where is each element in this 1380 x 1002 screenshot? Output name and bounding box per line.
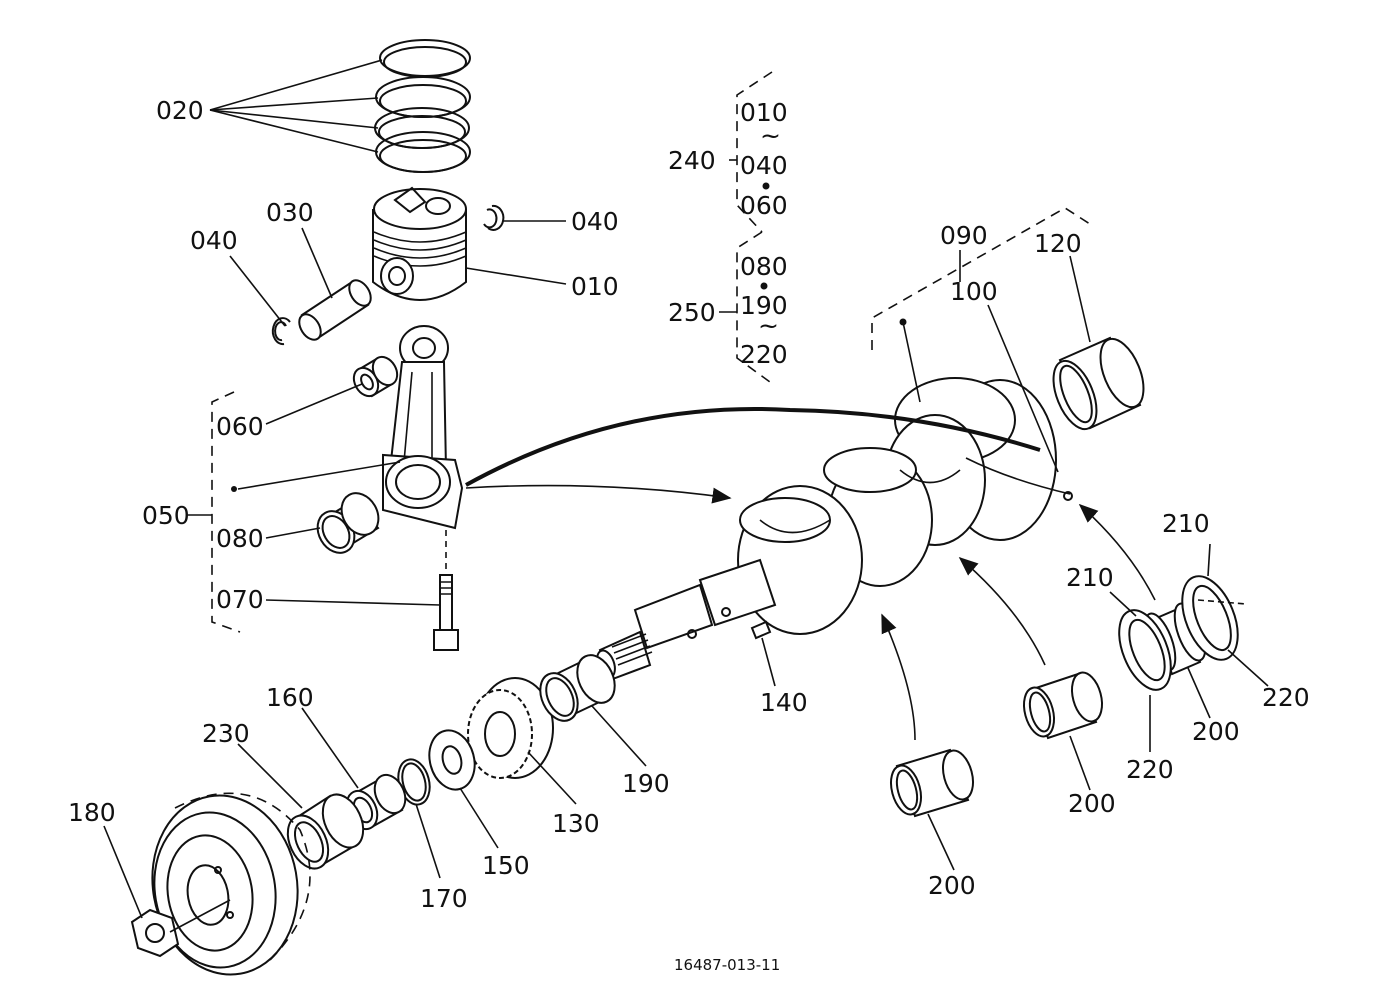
crank-gear (467, 677, 554, 779)
callout-200-a: 200 (928, 871, 976, 900)
kit250-first: 080 (740, 252, 788, 281)
arrow-bearing-2 (958, 556, 1046, 666)
leader-lines (103, 59, 1269, 933)
callout-180: 180 (68, 798, 116, 827)
conrod-bearing (316, 492, 380, 554)
callout-080: 080 (216, 524, 264, 553)
callout-210-b: 210 (1162, 509, 1210, 538)
callout-070: 070 (216, 585, 264, 614)
assembly-line-conrod (465, 406, 1041, 487)
kit250-tilde: ~ (758, 311, 779, 340)
callout-140: 140 (760, 688, 808, 717)
callout-230: 230 (202, 719, 250, 748)
kit240-last: 060 (740, 191, 788, 220)
key (750, 620, 772, 640)
oil-seal (1052, 336, 1145, 431)
piston (372, 186, 467, 301)
arrow-thrust (1078, 503, 1156, 601)
connecting-rod (382, 325, 464, 530)
callout-190: 190 (622, 769, 670, 798)
arrow-bearing-1 (881, 613, 916, 741)
bracket-kit-lower (736, 231, 771, 383)
callout-250: 250 (668, 298, 716, 327)
callout-090: 090 (940, 221, 988, 250)
callout-050: 050 (142, 501, 190, 530)
bracket-090 (871, 207, 1091, 350)
circlip-right (483, 204, 505, 231)
crankshaft (596, 377, 1073, 682)
arrow-to-crankshaft (465, 484, 732, 504)
callout-160: 160 (266, 683, 314, 712)
small-end-bushing (352, 355, 399, 398)
main-bearing-1 (890, 748, 974, 818)
crank-pulley (151, 792, 311, 976)
kit250-middle: 190 (740, 291, 788, 320)
callout-240: 240 (668, 146, 716, 175)
callout-210-a: 210 (1066, 563, 1114, 592)
callout-060: 060 (216, 412, 264, 441)
callout-100: 100 (950, 277, 998, 306)
callout-170: 170 (420, 884, 468, 913)
callout-040-left: 040 (190, 226, 238, 255)
figure-number: 16487-013-11 (674, 956, 780, 974)
pulley-nut (130, 908, 180, 958)
callout-040-right: 040 (571, 207, 619, 236)
piston-pin (298, 279, 372, 341)
callout-120: 120 (1034, 229, 1082, 258)
callout-200-c: 200 (1192, 717, 1240, 746)
callout-130: 130 (552, 809, 600, 838)
callout-220-a: 220 (1126, 755, 1174, 784)
main-bearing-2 (1023, 671, 1103, 740)
callout-220-b: 220 (1262, 683, 1310, 712)
kit240-first: 010 (740, 98, 788, 127)
thrust-washer-front (1118, 609, 1172, 691)
bracket-050 (211, 391, 241, 633)
kit250-last: 220 (740, 340, 788, 369)
bracket-kit-upper (736, 71, 773, 233)
thrust-washer-rear (1181, 575, 1239, 661)
callout-150: 150 (482, 851, 530, 880)
conrod-bolt (433, 530, 459, 651)
front-oil-seal (286, 793, 365, 870)
callout-030: 030 (266, 198, 314, 227)
callout-020: 020 (156, 96, 204, 125)
front-bushing (539, 654, 616, 722)
piston-rings (374, 39, 471, 173)
kit240-tilde: ~ (760, 121, 781, 150)
kit240-middle: 040 (740, 151, 788, 180)
callout-200-b: 200 (1068, 789, 1116, 818)
callout-010: 010 (571, 272, 619, 301)
